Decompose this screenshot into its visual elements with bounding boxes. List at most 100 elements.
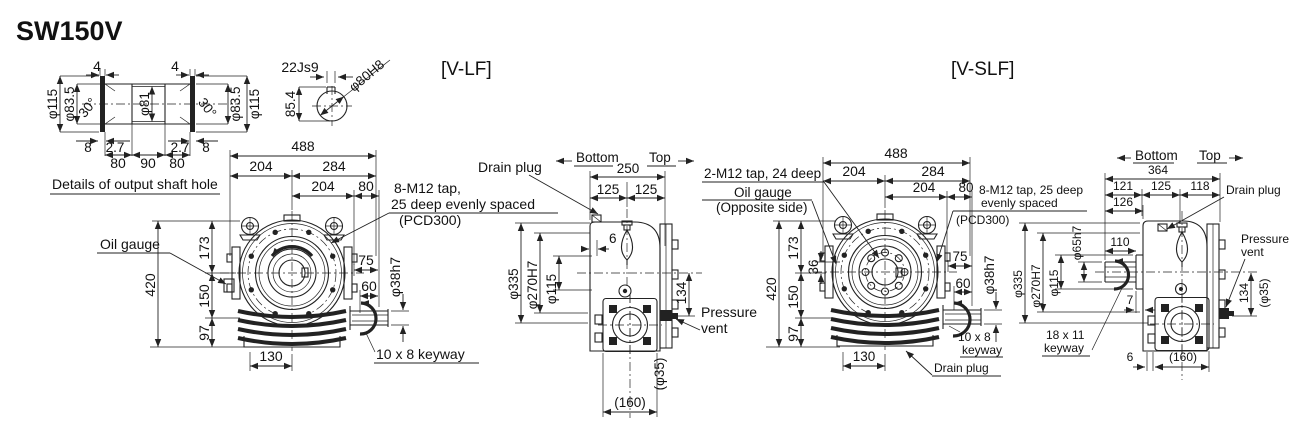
dim-150: 150 (196, 284, 212, 308)
dim-phi83-left: φ83.5 (62, 86, 77, 121)
tap-note-line3: (PCD300) (956, 213, 1009, 227)
pressure-vent-symbol (660, 310, 672, 321)
dim-30deg-right: 30° (195, 95, 219, 120)
view-label-vlf: [V-LF] (441, 59, 492, 80)
dim-160: (160) (614, 395, 646, 410)
pressure-vent-symbol (1219, 308, 1229, 319)
output-flange-edge (1206, 223, 1226, 349)
dim-130: 130 (853, 349, 876, 364)
dim-80-left: 80 (110, 155, 126, 171)
detail-caption: Details of output shaft hole (52, 176, 218, 192)
dim-125: 125 (1151, 179, 1171, 193)
pressure-vent-label-2: vent (701, 320, 728, 336)
dim-phi65h7: φ65h7 (1070, 225, 1084, 260)
dim-phi115-right: φ115 (247, 89, 262, 119)
orientation-bottom: Bottom (576, 150, 619, 165)
dim-phi335: φ335 (506, 268, 521, 299)
rotation-arrow (270, 245, 314, 258)
dim-phi35: (φ35) (652, 358, 667, 391)
dim-phi115: φ115 (544, 274, 559, 304)
dim-phi35: (φ35) (1257, 278, 1271, 307)
gearbox-front-body (813, 210, 957, 350)
orientation-top: Top (649, 150, 671, 165)
dim-118: 118 (1190, 179, 1209, 193)
dim-phi115-left: φ115 (45, 89, 60, 119)
dim-125a: 125 (597, 182, 620, 197)
view-label-vslf: [V-SLF] (951, 59, 1014, 80)
dim-phi81: φ81 (137, 92, 152, 116)
dim-phi270h7: φ270H7 (525, 261, 540, 310)
dim-7: 7 (1127, 293, 1134, 307)
dim-80: 80 (958, 180, 973, 195)
dim-36: 36 (806, 259, 821, 274)
dim-488: 488 (884, 145, 908, 161)
dim-173: 173 (196, 236, 212, 260)
dim-80-right: 80 (169, 155, 185, 171)
dim-160: (160) (1169, 350, 1197, 364)
dim-phi83-right: φ83.5 (228, 86, 243, 121)
dim-75: 75 (952, 249, 967, 264)
dim-173: 173 (785, 236, 801, 260)
dim-8-right: 8 (202, 140, 210, 155)
dim-97: 97 (196, 325, 212, 341)
drain-plug-label: Drain plug (1226, 183, 1281, 197)
dim-phi115: φ115 (1047, 269, 1061, 296)
dim-27-left: 2.7 (106, 140, 125, 155)
oil-gauge-symbol (223, 278, 235, 293)
shaft-rotation-arrow (952, 300, 972, 338)
tap-note-line3: (PCD300) (399, 212, 461, 228)
dim-8-left: 8 (84, 140, 92, 155)
keyway-bore-detail: 22Js9 85.4 φ80H8 (281, 57, 391, 126)
dim-204b: 204 (311, 178, 335, 194)
dim-134: 134 (1237, 283, 1251, 303)
dim-75: 75 (358, 252, 374, 268)
drain-plug-label: Drain plug (934, 361, 989, 375)
dim-6: 6 (1127, 350, 1134, 364)
oil-gauge-label: Oil gauge (100, 236, 160, 252)
pressure-vent-label-1: Pressure (701, 304, 757, 320)
dim-phi270h7: φ270H7 (1029, 264, 1043, 307)
dim-854: 85.4 (283, 90, 298, 117)
vlf-front-view: 488 204 284 204 80 420 173 150 97 130 75… (97, 138, 558, 371)
vslf-front-view: 488 204 284 204 80 420 173 150 97 36 130… (702, 145, 1087, 377)
gearbox-side-body (589, 221, 661, 352)
dim-204a: 204 (842, 163, 866, 179)
dim-90: 90 (140, 155, 156, 171)
dim-204a: 204 (249, 158, 273, 174)
dim-phi80h8: φ80H8 (346, 57, 387, 95)
dim-4-right: 4 (171, 58, 179, 74)
dim-284: 284 (921, 163, 945, 179)
oil-gauge-label-2: (Opposite side) (716, 200, 808, 215)
dim-420: 420 (142, 273, 158, 297)
dim-27-right: 2.7 (171, 140, 190, 155)
oil-gauge-label-1: Oil gauge (734, 185, 792, 200)
shaft-rotation-arrow (359, 300, 378, 336)
dim-60: 60 (361, 278, 377, 294)
dim-488: 488 (291, 138, 315, 154)
dim-110: 110 (1110, 235, 1129, 249)
keyway-note: 10 x 8 keyway (376, 346, 465, 362)
page-title: SW150V (16, 16, 123, 46)
dim-284: 284 (322, 158, 346, 174)
orientation-top: Top (1199, 148, 1221, 163)
tap-note-line1: 8-M12 tap, (394, 180, 461, 196)
dim-364: 364 (1148, 163, 1168, 177)
pressure-vent-label-2: vent (1241, 245, 1264, 259)
vslf-side-view: Bottom Top 364 121 125 118 126 Drain plu… (1011, 148, 1289, 380)
dim-phi38h7: φ38h7 (982, 256, 997, 295)
dim-phi335: φ335 (1011, 270, 1025, 298)
dim-126: 126 (1113, 195, 1133, 209)
tap-2m12-note: 2-M12 tap, 24 deep (704, 166, 821, 181)
dim-97: 97 (785, 326, 801, 342)
orientation-bottom: Bottom (1135, 148, 1178, 163)
dim-30deg-left: 30° (75, 95, 99, 120)
pressure-vent-label-1: Pressure (1241, 232, 1289, 246)
dim-130: 130 (259, 348, 283, 364)
gearbox-front-body (220, 211, 364, 351)
dim-4-left: 4 (93, 58, 101, 74)
output-square-flange (597, 293, 663, 357)
tap-note-line2: evenly spaced (981, 196, 1058, 210)
dim-60: 60 (955, 276, 970, 291)
keyway-note-2: keyway (962, 343, 1002, 357)
